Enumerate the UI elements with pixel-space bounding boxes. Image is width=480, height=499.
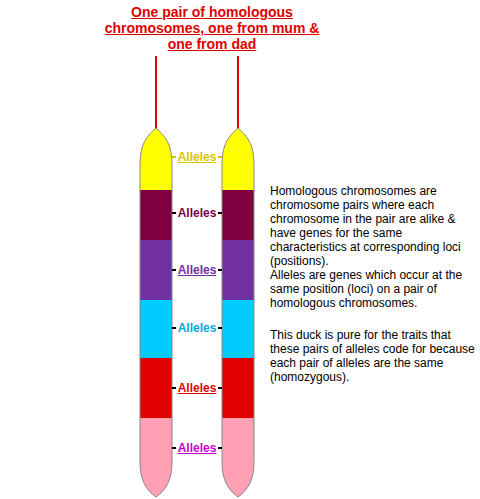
leader-line — [237, 56, 239, 130]
chromosome-outline — [222, 128, 254, 497]
allele-label: Alleles — [177, 381, 218, 395]
allele-dashes — [172, 157, 222, 448]
allele-label: Alleles — [177, 263, 218, 277]
note-text: Alleles are genes which occur at the sam… — [270, 268, 475, 310]
chromosome — [130, 120, 180, 499]
allele-label: Alleles — [177, 321, 218, 335]
allele-label: Alleles — [177, 206, 218, 220]
allele-label: Alleles — [177, 150, 218, 164]
allele-label: Alleles — [177, 441, 218, 455]
chromosome — [212, 120, 262, 499]
note-text: Homologous chromosomes are chromosome pa… — [270, 184, 475, 268]
note-text: This duck is pure for the traits that th… — [270, 328, 475, 384]
leader-line — [155, 56, 157, 130]
heading: One pair of homologous chromosomes, one … — [92, 4, 332, 52]
chromosome-outline — [140, 128, 172, 497]
